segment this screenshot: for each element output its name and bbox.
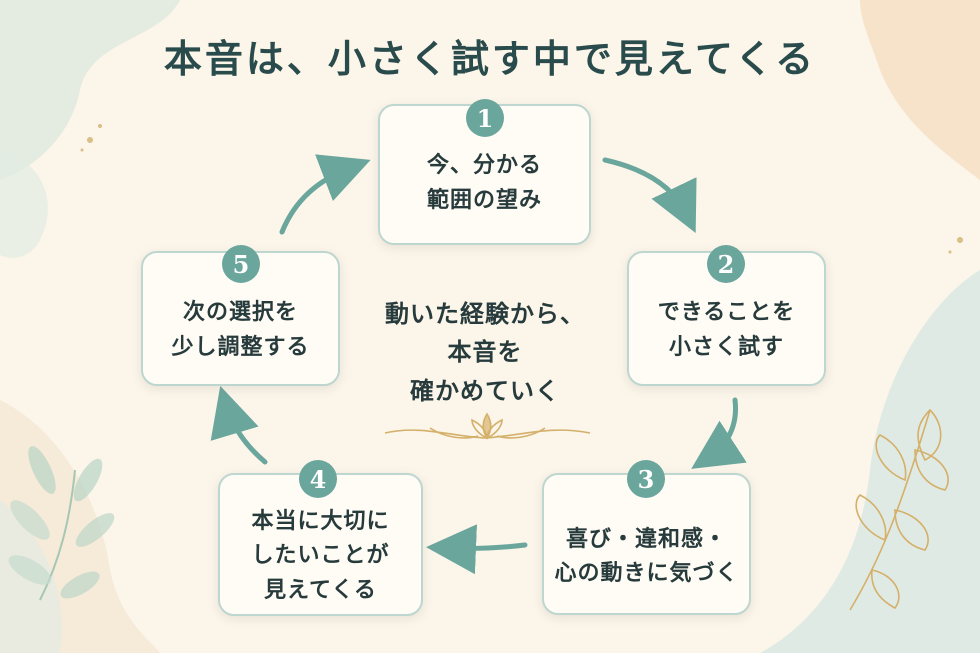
page-title: 本音は、小さく試す中で見えてくる — [163, 36, 817, 81]
step-4-line2: したいことが — [251, 542, 390, 569]
arrow-5-to-1 — [279, 154, 371, 235]
step-5-box: 次の選択を 少し調整する — [141, 251, 340, 386]
arrow-4-to-5 — [210, 385, 268, 465]
step-1-number-badge: 1 — [466, 99, 504, 137]
step-2-line1: できることを — [657, 299, 796, 326]
step-2-box: できることを 小さく試す — [627, 251, 826, 386]
step-3-number-badge: 3 — [627, 460, 665, 498]
step-3-box: 喜び・違和感・ 心の動きに気づく — [542, 473, 751, 615]
step-5-line1: 次の選択を — [182, 299, 298, 326]
step-4-line1: 本当に大切に — [251, 508, 390, 535]
step-5-number-badge: 5 — [222, 245, 260, 283]
center-message-line3: 確かめていく — [410, 375, 560, 405]
arrow-3-to-4 — [426, 524, 528, 575]
arrow-1-to-2 — [602, 157, 697, 234]
step-1-line2: 範囲の望み — [426, 186, 542, 213]
step-2-number-badge: 2 — [707, 245, 745, 283]
step-4-number-badge: 4 — [299, 460, 337, 498]
right-gold-leaf-branch-icon — [849, 408, 949, 611]
step-5-line2: 少し調整する — [171, 333, 310, 360]
step-2-line2: 小さく試す — [668, 333, 784, 360]
left-leaf-sprig-icon — [8, 446, 115, 601]
step-1-line1: 今、分かる — [426, 152, 542, 179]
step-3-line2: 心の動きに気づく — [554, 560, 739, 586]
arrow-2-to-3 — [691, 397, 747, 469]
step-3-line1: 喜び・違和感・ — [565, 525, 727, 552]
step-4-line3: 見えてくる — [264, 576, 377, 603]
center-message-line2: 本音を — [447, 337, 523, 367]
center-message: 動いた経験から、 本音を 確かめていく — [360, 295, 610, 410]
center-message-line1: 動いた経験から、 — [385, 299, 585, 328]
center-ornament-icon — [384, 412, 591, 440]
